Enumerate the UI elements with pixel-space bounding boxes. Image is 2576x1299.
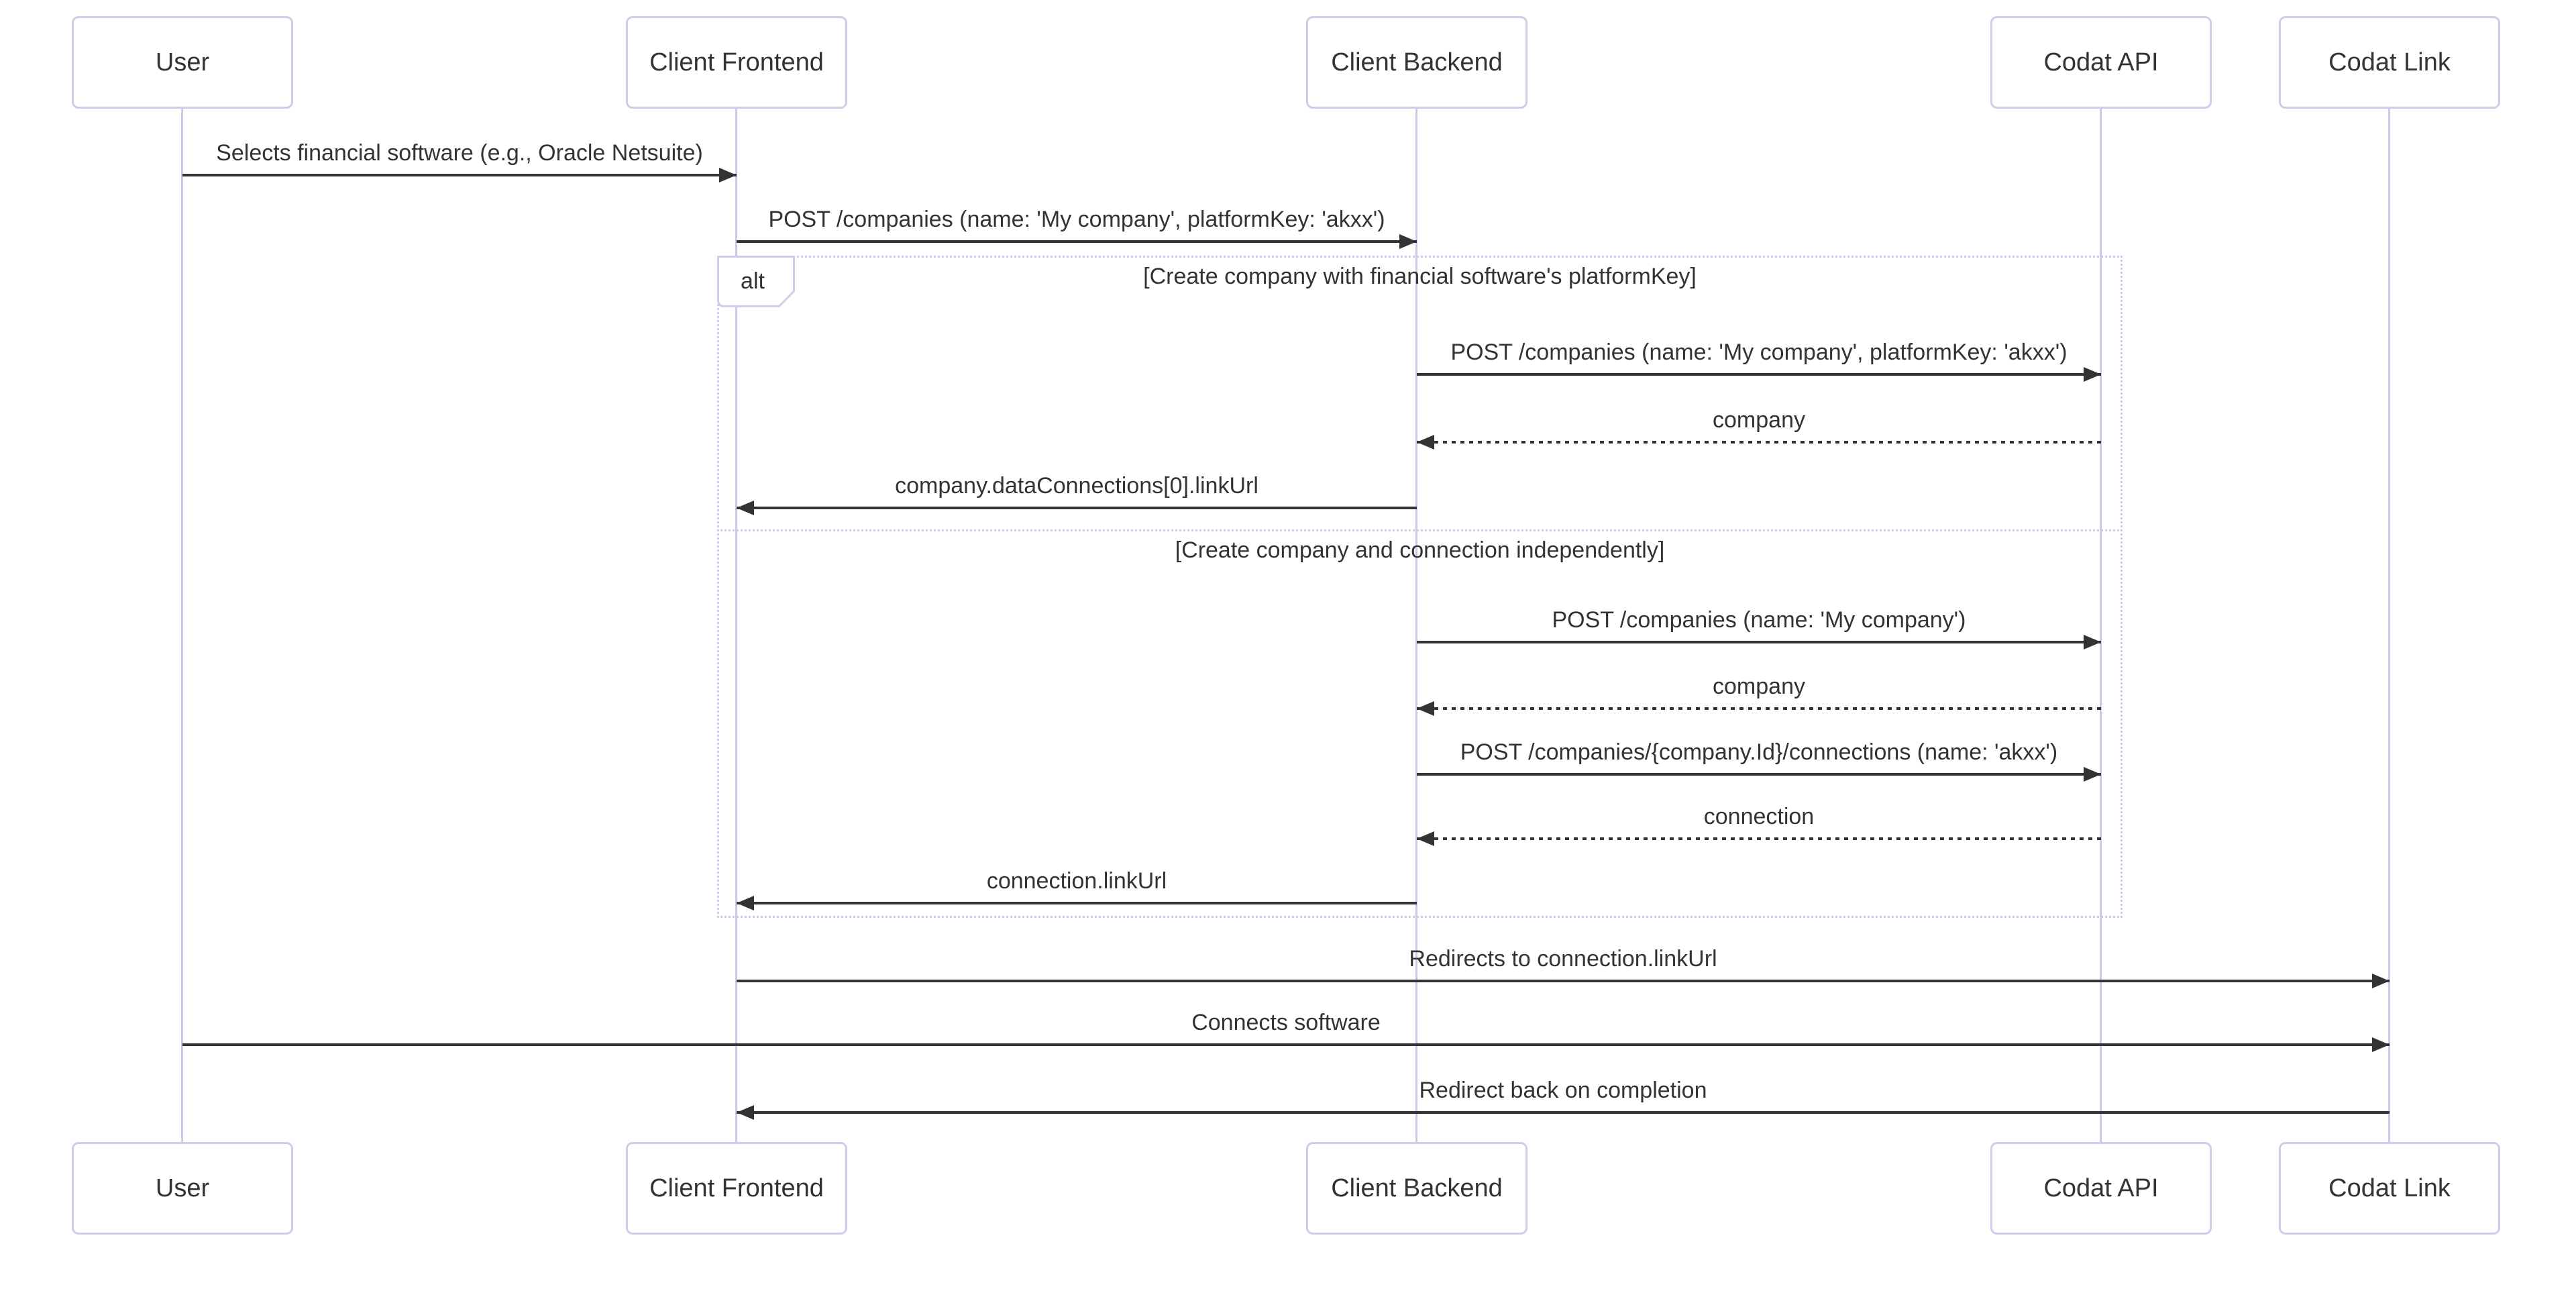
actor-label: Codat Link: [2328, 48, 2451, 76]
actor-label: User: [155, 1174, 210, 1202]
arrowhead-left-icon: [737, 896, 754, 911]
lifeline-client-frontend: [735, 107, 737, 1145]
alt-label-box: alt: [717, 256, 795, 307]
alt-frame: [717, 256, 2123, 918]
actor-label: User: [155, 48, 210, 76]
actor-client-frontend-bottom: Client Frontend: [626, 1142, 847, 1235]
message-line: [737, 234, 1417, 249]
alt-operator-label: alt: [741, 268, 765, 294]
actor-label: Client Frontend: [649, 1174, 824, 1202]
message-line: [737, 501, 1417, 515]
message-label: connection: [1703, 804, 1815, 829]
actor-label: Codat API: [2043, 1174, 2159, 1202]
arrowhead-left-icon: [1417, 701, 1434, 716]
message-label: Redirects to connection.linkUrl: [1409, 946, 1717, 972]
arrowhead-right-icon: [719, 168, 737, 183]
arrowhead-right-icon: [1399, 234, 1417, 249]
actor-label: Client Backend: [1331, 1174, 1503, 1202]
message-label: POST /companies (name: 'My company', pla…: [768, 207, 1385, 232]
message-line-dashed: [1417, 435, 2101, 450]
message-connects-software: Connects software: [182, 1007, 2390, 1052]
actor-codat-api-top: Codat API: [1990, 16, 2212, 109]
message-label: POST /companies/{company.Id}/connections…: [1460, 739, 2058, 765]
arrowhead-left-icon: [1417, 831, 1434, 846]
alt-label-shape: [717, 256, 795, 307]
message-line-dashed: [1417, 831, 2101, 846]
actor-codat-link-bottom: Codat Link: [2279, 1142, 2500, 1235]
actor-label: Client Frontend: [649, 48, 824, 76]
message-company-reply-2: company: [1417, 671, 2101, 716]
message-label: Redirect back on completion: [1419, 1078, 1707, 1103]
message-line: [1417, 767, 2101, 782]
message-connection-linkurl: connection.linkUrl: [737, 866, 1417, 911]
message-post-companies-name-only: POST /companies (name: 'My company'): [1417, 605, 2101, 650]
actor-user-top: User: [72, 16, 293, 109]
arrowhead-right-icon: [2372, 1037, 2390, 1052]
lifeline-user: [181, 107, 183, 1145]
arrowhead-right-icon: [2084, 767, 2101, 782]
message-line: [182, 1037, 2390, 1052]
message-line: [1417, 367, 2101, 382]
arrowhead-right-icon: [2372, 974, 2390, 988]
arrowhead-left-icon: [737, 501, 754, 515]
actor-label: Client Backend: [1331, 48, 1503, 76]
lifeline-codat-link: [2388, 107, 2390, 1145]
message-label: Selects financial software (e.g., Oracle…: [216, 140, 703, 166]
message-label: company: [1713, 674, 1805, 699]
arrowhead-right-icon: [2084, 367, 2101, 382]
actor-client-frontend-top: Client Frontend: [626, 16, 847, 109]
message-line-dashed: [1417, 701, 2101, 716]
message-post-companies-platformkey-backend: POST /companies (name: 'My company', pla…: [1417, 337, 2101, 382]
message-post-connections: POST /companies/{company.Id}/connections…: [1417, 737, 2101, 782]
message-line: [737, 974, 2390, 988]
message-line: [737, 1105, 2390, 1120]
actor-label: Codat API: [2043, 48, 2159, 76]
message-label: POST /companies (name: 'My company', pla…: [1450, 340, 2068, 365]
message-line: [737, 896, 1417, 911]
message-line: [182, 168, 737, 183]
arrowhead-left-icon: [737, 1105, 754, 1120]
message-line: [1417, 635, 2101, 650]
actor-codat-api-bottom: Codat API: [1990, 1142, 2212, 1235]
message-label: company: [1713, 407, 1805, 433]
alt-condition-2: [Create company and connection independe…: [1175, 537, 1665, 563]
message-company-reply-1: company: [1417, 405, 2101, 450]
alt-condition-1: [Create company with financial software'…: [1143, 264, 1697, 289]
message-label: Connects software: [1191, 1010, 1381, 1035]
actor-client-backend-top: Client Backend: [1306, 16, 1527, 109]
lifeline-client-backend: [1415, 107, 1417, 1145]
actor-label: Codat Link: [2328, 1174, 2451, 1202]
lifeline-codat-api: [2100, 107, 2102, 1145]
alt-divider: [717, 529, 2123, 531]
arrowhead-left-icon: [1417, 435, 1434, 450]
arrowhead-right-icon: [2084, 635, 2101, 650]
message-label: connection.linkUrl: [986, 868, 1167, 894]
message-label: company.dataConnections[0].linkUrl: [895, 473, 1258, 499]
actor-user-bottom: User: [72, 1142, 293, 1235]
message-select-software: Selects financial software (e.g., Oracle…: [182, 138, 737, 183]
message-redirects-to-linkurl: Redirects to connection.linkUrl: [737, 943, 2390, 988]
actor-client-backend-bottom: Client Backend: [1306, 1142, 1527, 1235]
message-post-companies-platformkey-frontend: POST /companies (name: 'My company', pla…: [737, 204, 1417, 249]
message-dataconnections-linkurl: company.dataConnections[0].linkUrl: [737, 470, 1417, 515]
message-redirect-back: Redirect back on completion: [737, 1075, 2390, 1120]
actor-codat-link-top: Codat Link: [2279, 16, 2500, 109]
message-connection-reply: connection: [1417, 801, 2101, 846]
message-label: POST /companies (name: 'My company'): [1552, 607, 1966, 633]
